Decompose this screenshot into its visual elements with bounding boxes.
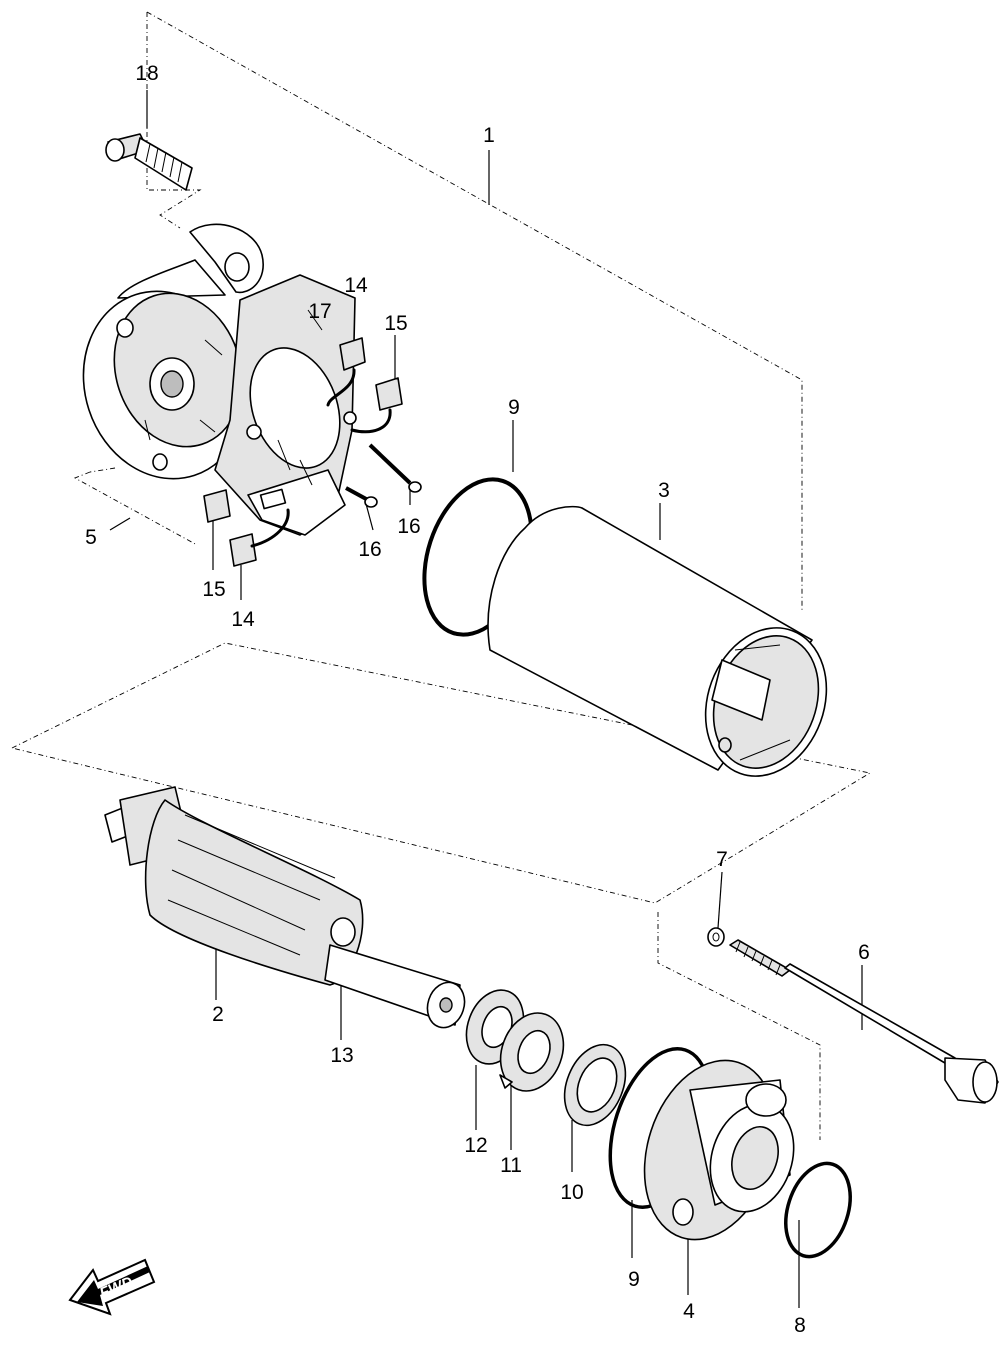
brush-part-14-lower (229, 508, 290, 567)
callout-11: 11 (500, 1154, 522, 1177)
brush-part-14-upper (326, 337, 366, 407)
callout-14-upper: 14 (344, 274, 368, 297)
callout-12: 12 (464, 1134, 487, 1157)
callout-8: 8 (794, 1314, 806, 1337)
brush-part-15-upper (350, 377, 403, 434)
brush-part-15-lower (203, 489, 231, 523)
callout-16-left: 16 (358, 538, 381, 561)
front-cover-part-4 (643, 1059, 795, 1241)
callout-5: 5 (85, 526, 97, 549)
callout-17: 17 (308, 300, 331, 323)
callout-18: 18 (135, 62, 158, 85)
o-ring-part-8 (784, 1161, 852, 1259)
reference-lines (11, 11, 872, 1140)
callout-3: 3 (658, 479, 670, 502)
motor-yoke-part-3 (487, 505, 828, 777)
callout-15-upper: 15 (384, 312, 407, 335)
callout-16-right: 16 (397, 515, 420, 538)
callout-10: 10 (560, 1181, 583, 1204)
callout-1: 1 (483, 124, 495, 147)
rear-cover-part-5 (82, 223, 264, 480)
brush-holder-part-17 (214, 274, 357, 536)
washer-part-7 (707, 927, 725, 947)
armature-part-2 (104, 786, 466, 1029)
screw-part-16-lower (345, 486, 378, 508)
callout-2: 2 (212, 1003, 224, 1026)
callout-7: 7 (716, 848, 728, 871)
callout-14-lower: 14 (231, 608, 255, 631)
through-bolt-part-6 (729, 939, 999, 1104)
oil-seal-part-10 (563, 1043, 627, 1127)
callout-13: 13 (330, 1044, 353, 1067)
washer-part-11 (499, 1012, 565, 1092)
callout-4: 4 (683, 1300, 695, 1323)
callout-9-upper: 9 (508, 396, 520, 419)
forward-direction-badge: FWD (68, 1258, 156, 1316)
callout-labels: 18 1 14 17 15 9 3 5 16 16 15 14 7 6 2 13… (85, 62, 870, 1337)
flange-bolt-part-18 (105, 133, 193, 191)
callout-9-lower: 9 (628, 1268, 640, 1291)
callout-15-lower: 15 (202, 578, 225, 601)
callout-6: 6 (858, 941, 870, 964)
screw-part-16-upper (368, 443, 422, 493)
